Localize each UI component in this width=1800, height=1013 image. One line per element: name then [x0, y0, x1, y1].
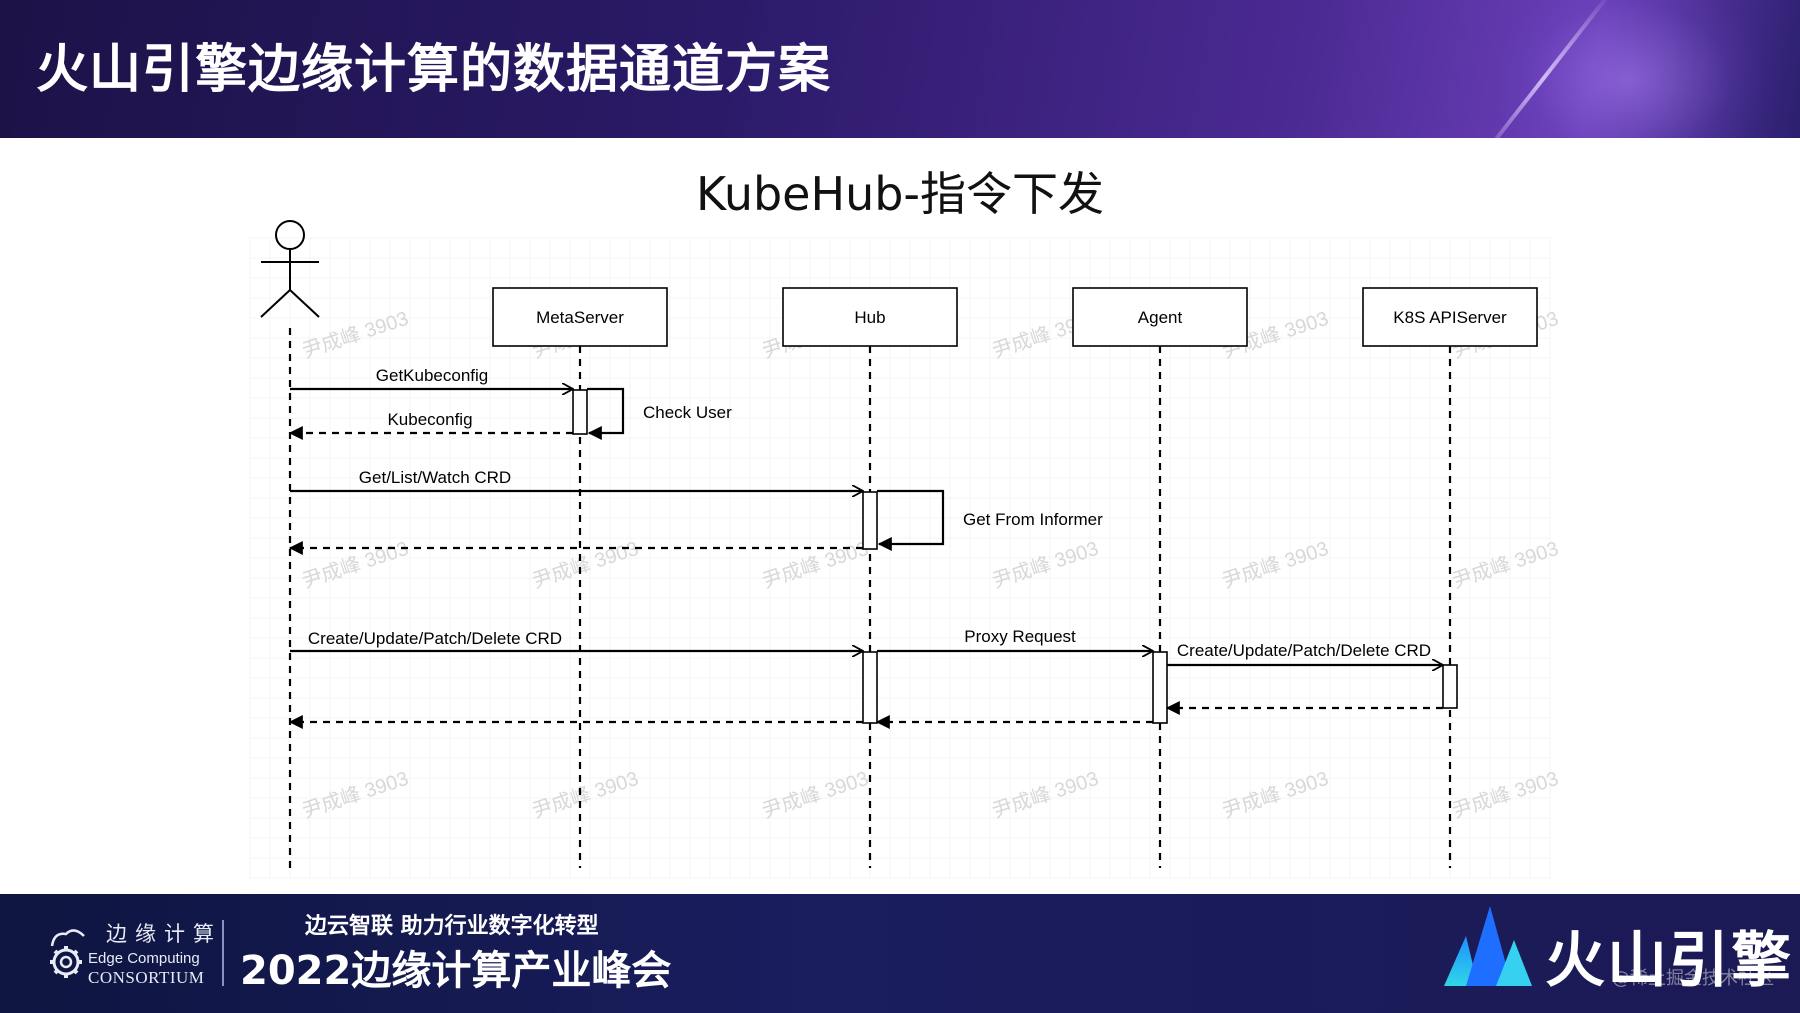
watermark-text: 尹成峰 3903: [989, 537, 1101, 593]
event-slogan: 边云智联 助力行业数字化转型: [305, 914, 599, 939]
org-name-cn: 边缘计算: [106, 922, 222, 946]
activation-bar-metaserver: [572, 389, 588, 435]
participant-label-hub: Hub: [854, 308, 885, 327]
source-credit: @稀土掘金技术社区: [1612, 968, 1774, 989]
slide-subtitle: KubeHub-指令下发: [695, 167, 1105, 221]
message-label: Get From Informer: [963, 510, 1103, 529]
watermark-text: 尹成峰 3903: [299, 767, 411, 823]
event-title: 2022边缘计算产业峰会: [240, 948, 672, 994]
header-banner: 火山引擎边缘计算的数据通道方案: [0, 0, 1800, 138]
message-label: Proxy Request: [964, 627, 1076, 646]
message-label: Create/Update/Patch/Delete CRD: [1177, 641, 1431, 660]
watermark-text: 尹成峰 3903: [1449, 537, 1561, 593]
actor-leg-icon: [289, 289, 320, 318]
activation-bar-apiserver: [1442, 664, 1458, 709]
watermark-text: 尹成峰 3903: [529, 767, 641, 823]
volcano-logo-icon: [1444, 906, 1532, 986]
watermark-text: 尹成峰 3903: [529, 537, 641, 593]
gear-cloud-icon: [50, 929, 85, 978]
sequence-diagram: 尹成峰 3903 尹成峰 3903 尹成峰 3903 尹成峰 3903 尹成峰 3903…: [249, 220, 1561, 879]
page-title: 火山引擎边缘计算的数据通道方案: [36, 40, 832, 100]
watermark-text: 尹成峰 3903: [1219, 537, 1331, 593]
footer-banner: 边缘计算 Edge Computing CONSORTIUM 边云智联 助力行业…: [0, 894, 1800, 1013]
watermark-text: 尹成峰 3903: [759, 767, 871, 823]
header-glow-decoration: [1500, 0, 1760, 138]
message-label: GetKubeconfig: [376, 366, 488, 385]
footer-divider: [222, 920, 224, 986]
participant-box-metaserver: [492, 287, 668, 347]
watermark-text: 尹成峰 3903: [1449, 767, 1561, 823]
self-message-arrow: [877, 489, 945, 551]
activation-bar-hub: [862, 651, 878, 724]
watermark-text: 尹成峰 3903: [759, 537, 871, 593]
brand-name: 火山引擎: [1545, 926, 1793, 996]
org-name-en-line1: Edge Computing: [88, 950, 200, 967]
watermark-text: 尹成峰 3903: [299, 537, 411, 593]
message-label: Create/Update/Patch/Delete CRD: [308, 629, 562, 648]
org-name-en-line2: CONSORTIUM: [88, 968, 205, 987]
participant-label-apiserver: K8S APIServer: [1393, 308, 1507, 327]
actor-leg-icon: [260, 289, 291, 318]
self-message-arrow: [587, 387, 625, 440]
activation-bar-agent: [1152, 651, 1168, 724]
watermark-text: 尹成峰 3903: [1219, 767, 1331, 823]
activation-bar-hub: [862, 491, 878, 550]
message-label: Get/List/Watch CRD: [359, 468, 511, 487]
participant-box-apiserver: [1362, 287, 1538, 347]
message-label: Check User: [643, 403, 732, 422]
participant-label-metaserver: MetaServer: [536, 308, 624, 327]
participant-label-agent: Agent: [1138, 308, 1183, 327]
watermark-text: 尹成峰 3903: [989, 767, 1101, 823]
message-label: Kubeconfig: [387, 410, 472, 429]
